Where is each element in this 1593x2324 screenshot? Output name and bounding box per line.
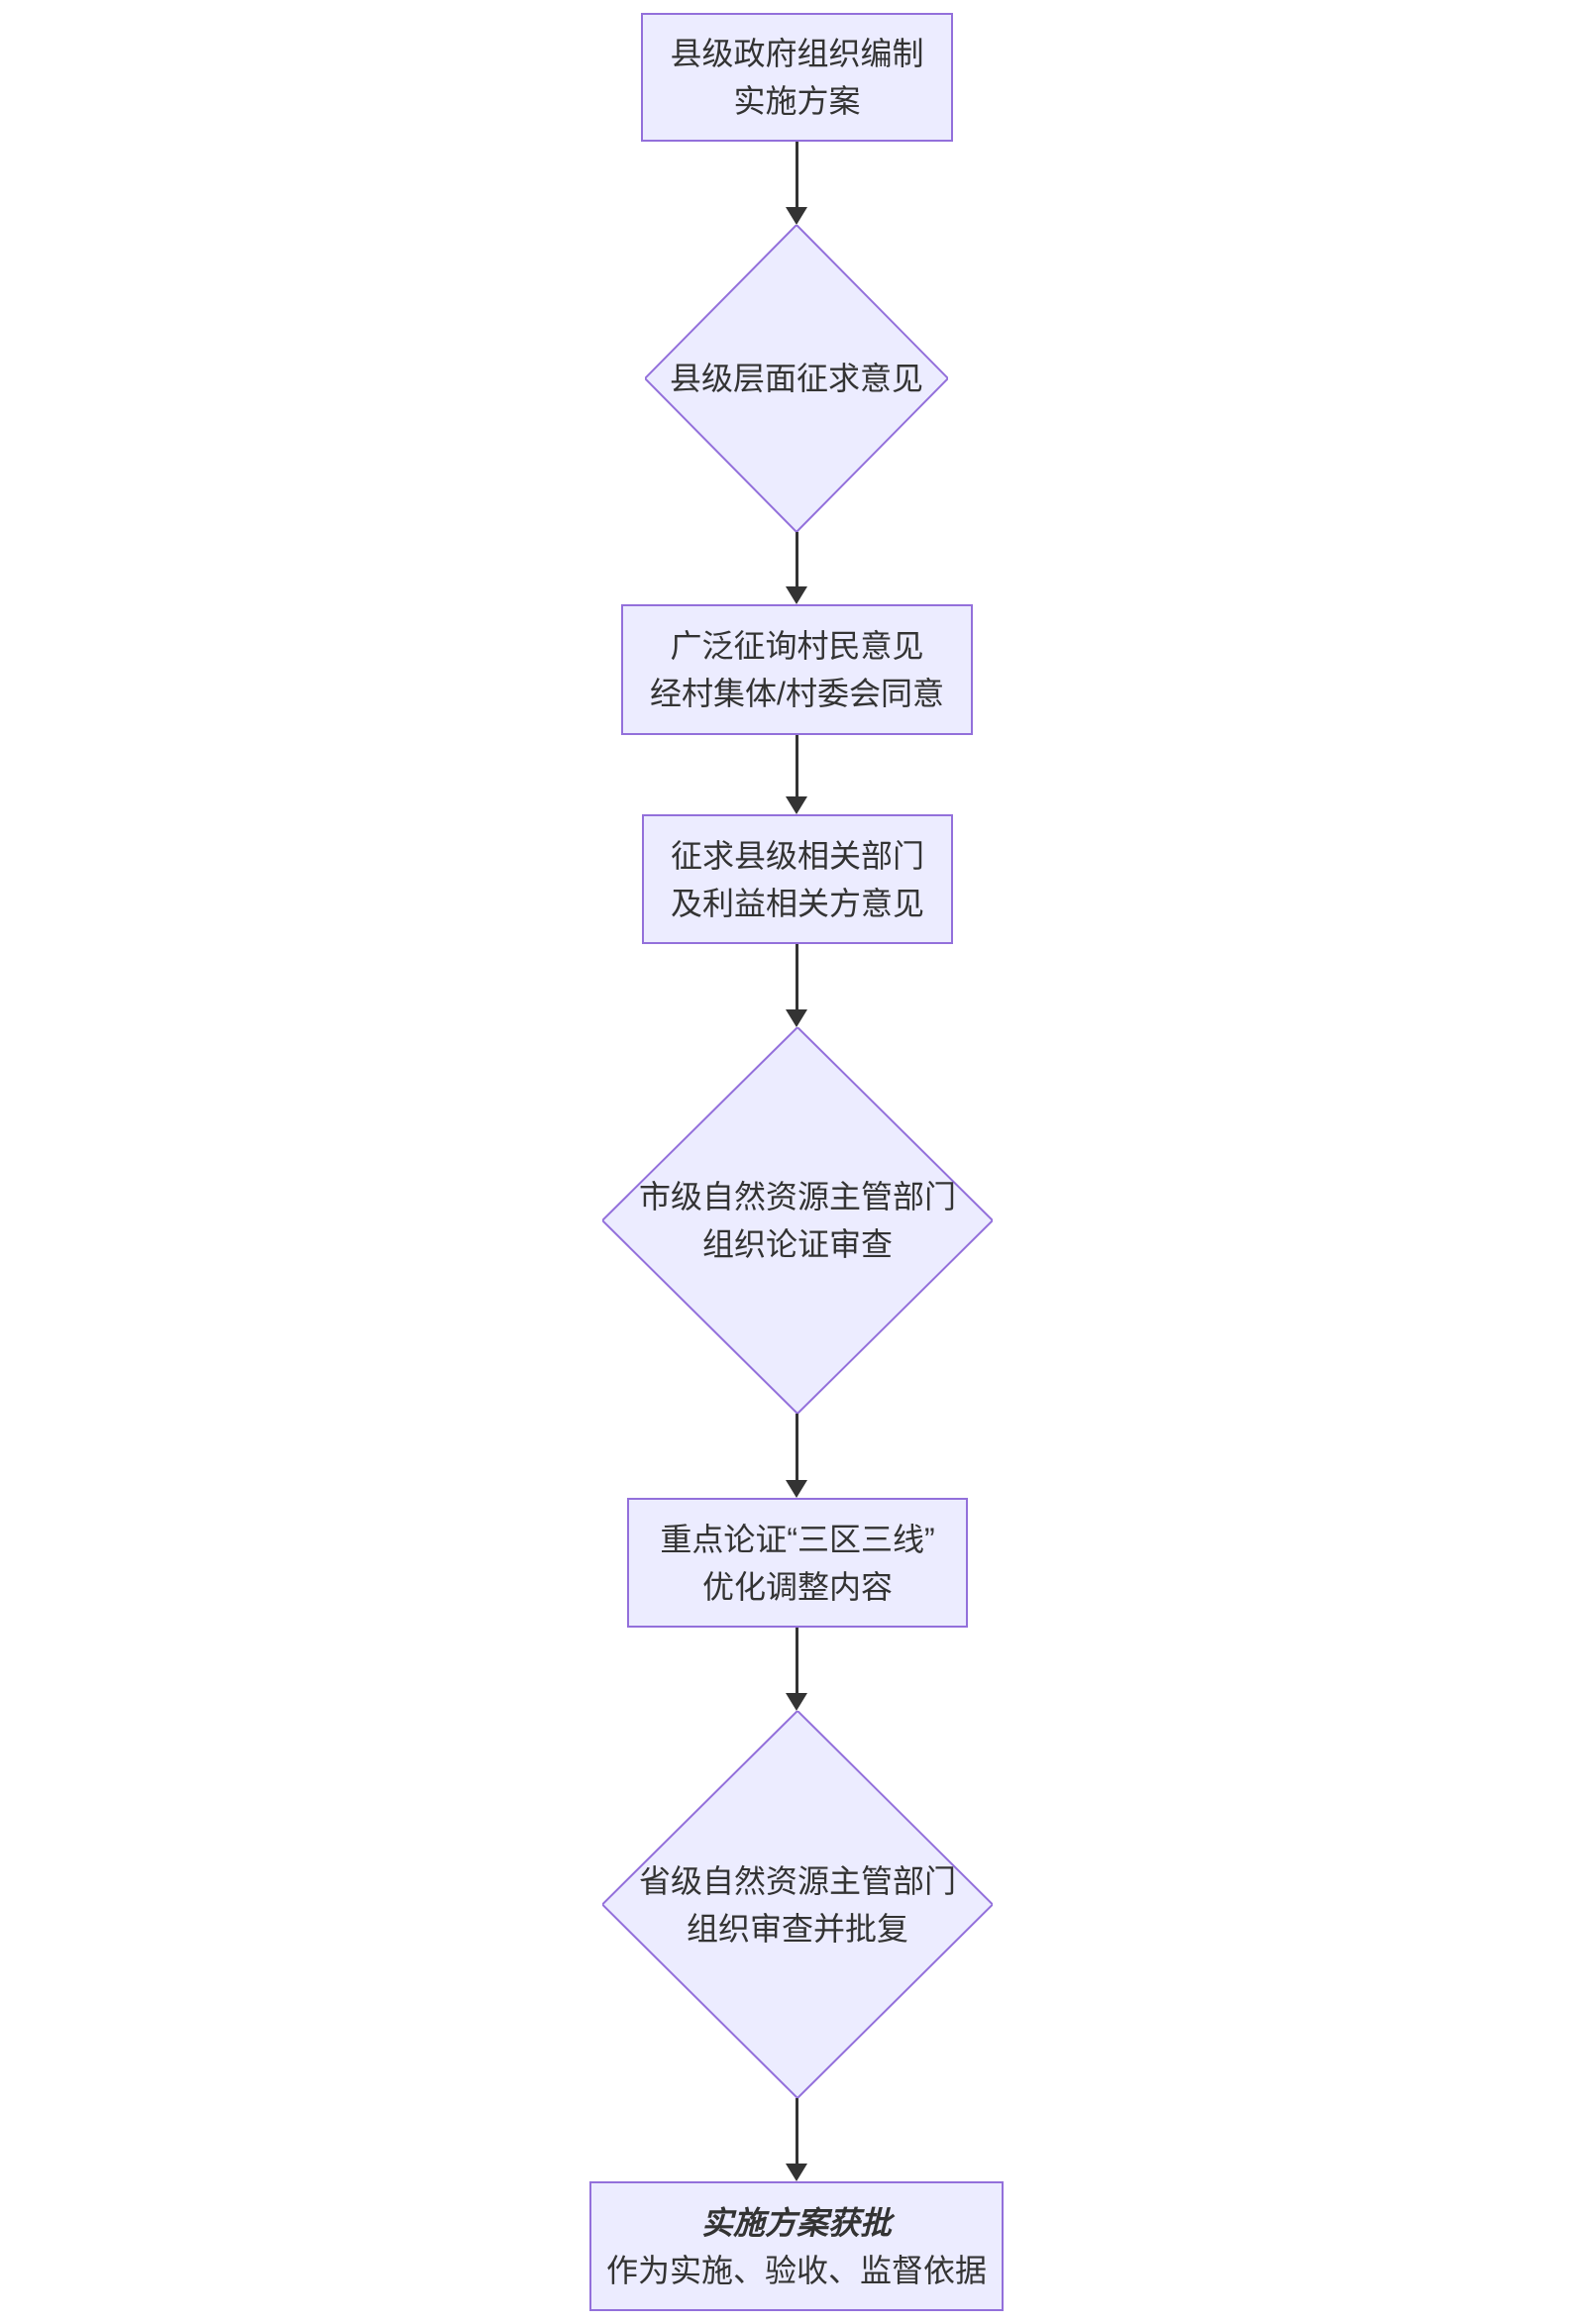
arrowhead-down-icon (786, 796, 807, 814)
arrowhead-down-icon (786, 2164, 807, 2181)
flow-arrow (785, 944, 808, 1027)
flow-arrow (785, 1414, 808, 1498)
arrowhead-down-icon (786, 586, 807, 604)
node-three-zones-lines-rect: 重点论证“三区三线” 优化调整内容 (627, 1498, 968, 1628)
arrow-line (795, 1628, 798, 1693)
node-label: 省级自然资源主管部门 组织审查并批复 (629, 1857, 966, 1953)
node-label: 县级层面征求意见 (660, 355, 933, 402)
node-text-line: 及利益相关方意见 (670, 885, 924, 921)
node-province-approval-diamond: 省级自然资源主管部门 组织审查并批复 (602, 1711, 993, 2098)
node-text-line: 经村集体/村委会同意 (650, 676, 944, 711)
node-text-line: 组织审查并批复 (686, 1910, 908, 1947)
arrowhead-down-icon (786, 1480, 807, 1498)
flow-arrow (785, 735, 808, 814)
arrow-line (795, 532, 798, 586)
node-label: 广泛征询村民意见 经村集体/村委会同意 (640, 622, 954, 717)
node-city-review-diamond: 市级自然资源主管部门 组织论证审查 (602, 1027, 993, 1414)
node-text-line: 实施方案 (733, 83, 861, 119)
node-label: 市级自然资源主管部门 组织论证审查 (629, 1173, 966, 1268)
arrowhead-down-icon (786, 1693, 807, 1711)
arrow-line (795, 142, 798, 207)
arrow-line (795, 944, 798, 1009)
arrow-line (795, 2098, 798, 2164)
node-text-line: 县级层面征求意见 (669, 361, 923, 396)
node-county-plan-rect: 县级政府组织编制 实施方案 (641, 13, 953, 142)
node-text-line: 省级自然资源主管部门 (638, 1862, 956, 1899)
arrow-line (795, 1414, 798, 1480)
node-text-line: 作为实施、验收、监督依据 (605, 2252, 987, 2288)
node-text-line-emphasis: 实施方案获批 (700, 2204, 892, 2241)
node-label: 征求县级相关部门 及利益相关方意见 (661, 832, 934, 927)
flow-arrow (785, 532, 808, 604)
node-text-line: 组织论证审查 (701, 1226, 893, 1262)
arrowhead-down-icon (786, 207, 807, 225)
node-label: 重点论证“三区三线” 优化调整内容 (650, 1516, 944, 1611)
flow-arrow (785, 1628, 808, 1711)
node-text-line: 征求县级相关部门 (670, 837, 924, 874)
node-county-opinion-diamond: 县级层面征求意见 (645, 225, 948, 532)
flow-arrow (785, 2098, 808, 2181)
diamond-shape (602, 1027, 993, 1414)
node-villager-opinion-rect: 广泛征询村民意见 经村集体/村委会同意 (621, 604, 973, 735)
node-text-line: 广泛征询村民意见 (670, 628, 924, 664)
arrowhead-down-icon (786, 1009, 807, 1027)
node-text-line: 优化调整内容 (701, 1568, 893, 1605)
diamond-shape (602, 1711, 993, 2098)
node-dept-opinion-rect: 征求县级相关部门 及利益相关方意见 (642, 814, 953, 944)
node-label: 实施方案获批 作为实施、验收、监督依据 (596, 2199, 997, 2294)
node-text-line: 县级政府组织编制 (670, 36, 924, 71)
node-text-line: 重点论证“三区三线” (660, 1521, 935, 1557)
node-text-line: 市级自然资源主管部门 (638, 1179, 956, 1215)
flow-arrow (785, 142, 808, 225)
node-plan-approved-rect: 实施方案获批 作为实施、验收、监督依据 (589, 2181, 1004, 2311)
node-label: 县级政府组织编制 实施方案 (660, 30, 933, 125)
arrow-line (795, 735, 798, 796)
diamond-shape (645, 225, 948, 532)
